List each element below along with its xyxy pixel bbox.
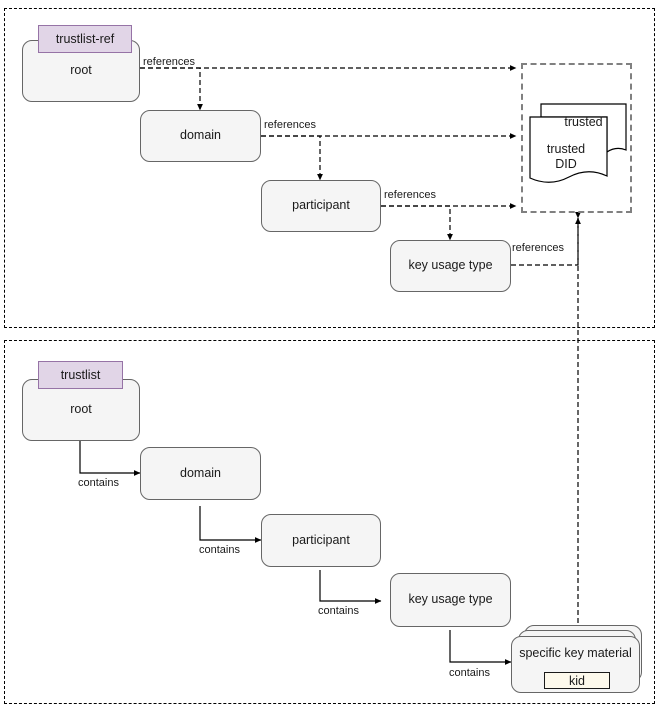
trusted-did-doc-shape: [529, 116, 608, 183]
node-key-usage-type-label: key usage type: [408, 592, 493, 607]
node-ref-domain[interactable]: domain: [140, 110, 261, 162]
node-ref-participant[interactable]: participant: [261, 180, 381, 232]
edge-label-ref-kut-trusted: references: [512, 242, 564, 254]
trusted-did-group-boundary: [521, 63, 632, 213]
trusted-did-doc-label: trusted DID: [546, 141, 586, 172]
node-root-label: root: [70, 402, 92, 417]
node-ref-key-usage-type-label: key usage type: [408, 258, 493, 273]
node-ref-key-usage-type[interactable]: key usage type: [390, 240, 511, 292]
node-domain-label: domain: [180, 465, 221, 480]
edge-label-root-domain: contains: [78, 477, 119, 489]
edge-label-ref-participant-kut: references: [384, 189, 436, 201]
edge-label-ref-root-domain: references: [143, 56, 195, 68]
group-references-boundary: [4, 8, 655, 328]
chip-trustlist-ref-label: trustlist-ref: [55, 32, 115, 46]
chip-trustlist: trustlist: [38, 361, 123, 389]
node-ref-domain-label: domain: [180, 128, 221, 143]
group-contains-boundary: [4, 340, 655, 704]
edge-domain-contains-participant: [199, 506, 262, 543]
node-specific-key-material-label: specific key material: [519, 646, 632, 660]
edge-label-domain-participant: contains: [199, 544, 240, 556]
node-specific-key-material[interactable]: specific key material: [511, 636, 640, 693]
edge-kut-contains-skm: [449, 630, 512, 665]
node-ref-participant-label: participant: [292, 198, 350, 213]
edge-participant-contains-kut: [319, 570, 382, 604]
node-key-usage-type[interactable]: key usage type: [390, 573, 511, 627]
edge-label-ref-domain-participant: references: [264, 119, 316, 131]
edge-label-kut-skm: contains: [449, 667, 490, 679]
node-root[interactable]: root: [22, 379, 140, 441]
attribute-kid[interactable]: kid: [544, 672, 610, 689]
trusted-doc-back-label: trusted: [564, 114, 603, 129]
node-ref-root-label: root: [70, 63, 92, 78]
node-participant[interactable]: participant: [261, 514, 381, 567]
edge-label-participant-kut: contains: [318, 605, 359, 617]
node-domain[interactable]: domain: [140, 447, 261, 500]
chip-trustlist-label: trustlist: [60, 368, 101, 382]
chip-trustlist-ref: trustlist-ref: [38, 25, 132, 53]
edge-root-contains-domain: [79, 441, 141, 476]
node-participant-label: participant: [292, 532, 350, 547]
attribute-kid-label: kid: [569, 673, 585, 688]
